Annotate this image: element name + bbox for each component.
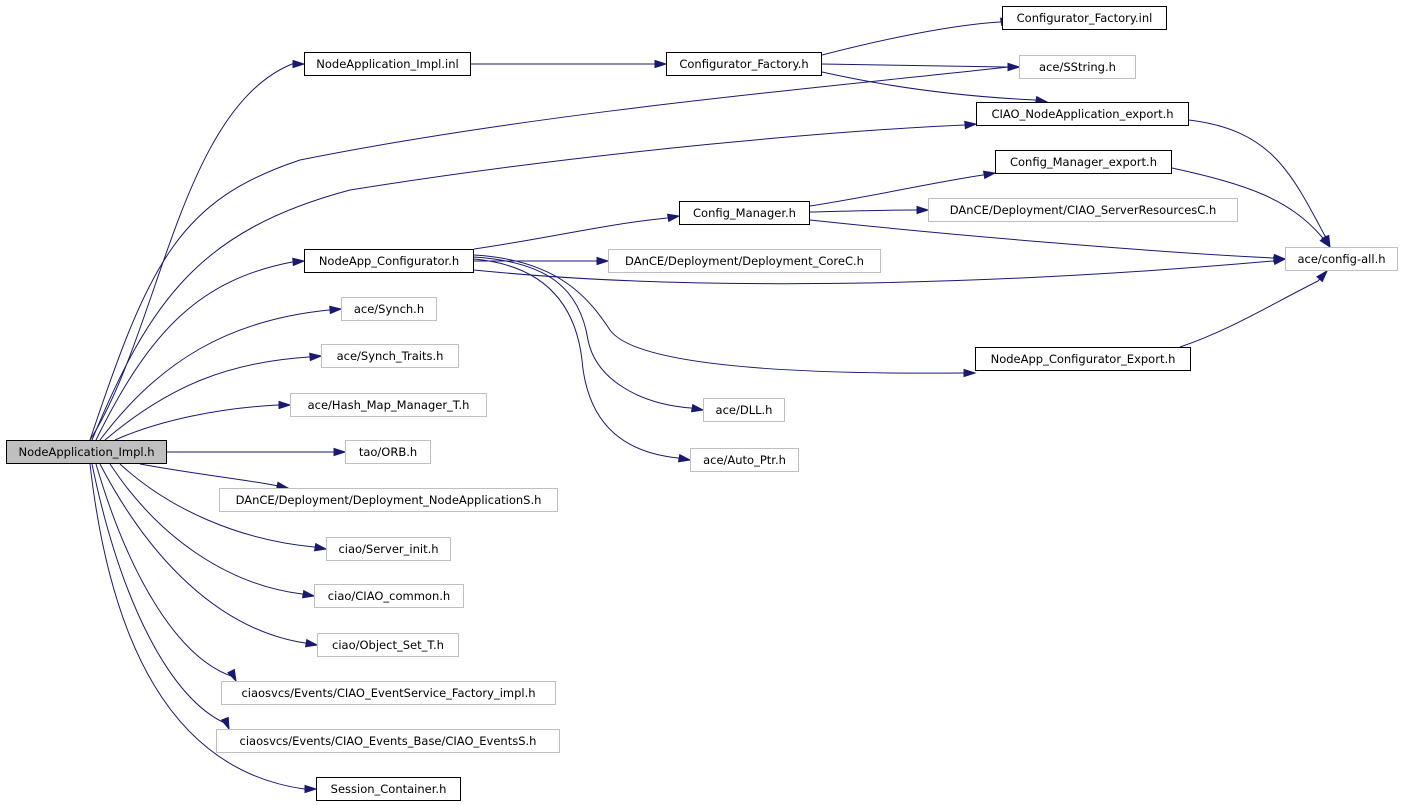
arrowhead-root-to-impl-inl bbox=[292, 59, 306, 69]
node-config-manager-export-h[interactable]: Config_Manager_export.h bbox=[995, 150, 1172, 174]
arrowhead-root-to-server-init bbox=[313, 542, 328, 552]
arrowhead-root-to-events-s bbox=[220, 716, 230, 731]
arrowhead-root-to-ciao-common bbox=[301, 589, 316, 599]
edge-nodeapp-cfg-to-cfg-mgr bbox=[473, 215, 680, 250]
node-ace-sstring-h: ace/SString.h bbox=[1019, 55, 1136, 79]
node-nodeapp-configurator-h[interactable]: NodeApp_Configurator.h bbox=[304, 249, 474, 273]
edge-root-to-ciao-na-export bbox=[91, 123, 977, 441]
node-ace-dll-h: ace/DLL.h bbox=[703, 398, 785, 422]
edge-cfg-mgr-to-config-all bbox=[809, 219, 1286, 260]
arrowhead-nodeapp-cfg-export-to-config-all bbox=[1316, 269, 1329, 283]
edge-cfg-mgr-to-cfg-mgr-export bbox=[809, 172, 996, 207]
edge-root-to-server-init bbox=[119, 463, 327, 550]
arrowhead-root-to-object-set bbox=[304, 638, 319, 648]
edge-root-to-hash-map bbox=[114, 404, 290, 441]
edge-cfg-mgr-export-to-config-all bbox=[1171, 167, 1331, 248]
node-ace-synch-traits-h: ace/Synch_Traits.h bbox=[321, 344, 459, 368]
arrowhead-root-to-synch-traits bbox=[309, 352, 323, 362]
node-ace-synch-h: ace/Synch.h bbox=[341, 297, 437, 321]
node-configurator-factory-h[interactable]: Configurator_Factory.h bbox=[666, 52, 822, 76]
node-session-container-h[interactable]: Session_Container.h bbox=[316, 777, 461, 801]
node-ace-config-all-h: ace/config-all.h bbox=[1285, 247, 1398, 271]
edge-nodeapp-cfg-to-auto-ptr bbox=[473, 258, 691, 461]
arrowhead-cfg-mgr-to-cfg-mgr-export bbox=[982, 170, 997, 180]
node-ciao-nodeapplication-export-h[interactable]: CIAO_NodeApplication_export.h bbox=[976, 102, 1189, 126]
arrowhead-cfg-mgr-export-to-config-all bbox=[1319, 235, 1332, 249]
edge-nodeapp-cfg-to-dll bbox=[473, 256, 704, 411]
edge-root-to-event-factory bbox=[95, 463, 237, 682]
arrowhead-impl-inl-to-cfg-factory-h bbox=[654, 59, 668, 69]
edge-nodeapp-cfg-export-to-config-all bbox=[1179, 270, 1328, 348]
edge-root-to-events-s bbox=[91, 463, 230, 730]
arrowhead-root-to-hash-map bbox=[278, 400, 292, 410]
edge-root-to-impl-inl bbox=[89, 63, 304, 441]
arrowhead-root-to-nodeapp-cfg bbox=[292, 257, 306, 267]
node-nodeapp-configurator-export-h[interactable]: NodeApp_Configurator_Export.h bbox=[975, 347, 1191, 371]
arrowhead-cfg-factory-h-to-sstring bbox=[1007, 62, 1021, 72]
node-config-manager-h[interactable]: Config_Manager.h bbox=[679, 201, 810, 225]
arrowhead-nodeapp-cfg-to-config-all bbox=[1272, 256, 1287, 266]
edge-cfg-factory-h-to-sstring bbox=[821, 63, 1019, 68]
node-deployment-corec-h: DAnCE/Deployment/Deployment_CoreC.h bbox=[608, 249, 881, 273]
edge-root-to-sstring bbox=[89, 66, 1019, 441]
edge-cfg-factory-h-to-ciao-na-export bbox=[821, 71, 1048, 103]
node-ace-auto-ptr-h: ace/Auto_Ptr.h bbox=[690, 448, 799, 472]
edge-nodeapp-cfg-to-nodeapp-cfg-export bbox=[473, 254, 975, 374]
arrowhead-root-to-orb bbox=[333, 447, 347, 457]
edge-root-to-synch-traits bbox=[104, 355, 322, 441]
edge-ciao-na-export-to-config-all bbox=[1188, 119, 1331, 248]
edge-root-to-nodeapp-cfg bbox=[95, 260, 305, 441]
node-ciao-eventservice-factory-impl-h: ciaosvcs/Events/CIAO_EventService_Factor… bbox=[221, 681, 556, 705]
edge-root-to-deploy-nas bbox=[139, 463, 289, 489]
edge-root-to-object-set bbox=[99, 463, 318, 646]
arrowhead-nodeapp-cfg-to-cfg-mgr bbox=[666, 213, 681, 223]
edge-cfg-mgr-to-server-res bbox=[809, 209, 928, 213]
node-nodeapplication-impl-inl[interactable]: NodeApplication_Impl.inl bbox=[304, 52, 471, 76]
arrowhead-root-to-synch bbox=[329, 305, 343, 315]
arrowhead-cfg-mgr-to-server-res bbox=[916, 205, 930, 215]
edge-cfg-factory-h-to-inl bbox=[821, 19, 1013, 56]
node-tao-orb-h: tao/ORB.h bbox=[345, 440, 431, 464]
node-ciao-object-set-t-h: ciao/Object_Set_T.h bbox=[317, 633, 459, 657]
arrowhead-root-to-event-factory bbox=[227, 668, 237, 683]
arrowhead-nodeapp-cfg-to-dll bbox=[690, 403, 705, 413]
node-nodeapplication-impl-h: NodeApplication_Impl.h bbox=[6, 440, 167, 464]
arrowhead-nodeapp-cfg-to-auto-ptr bbox=[677, 453, 692, 463]
node-ciao-server-init-h: ciao/Server_init.h bbox=[326, 537, 451, 561]
arrowhead-nodeapp-cfg-to-nodeapp-cfg-export bbox=[963, 368, 977, 378]
node-ace-hash-map-manager-t-h: ace/Hash_Map_Manager_T.h bbox=[290, 393, 487, 417]
arrowhead-root-to-session-container bbox=[304, 784, 318, 794]
edge-root-to-session-container bbox=[89, 463, 316, 790]
arrowhead-root-to-ciao-na-export bbox=[964, 120, 978, 130]
node-configurator-factory-inl[interactable]: Configurator_Factory.inl bbox=[1002, 6, 1167, 30]
node-ciao-serverresourcesc-h: DAnCE/Deployment/CIAO_ServerResourcesC.h bbox=[928, 198, 1238, 222]
arrowhead-nodeapp-cfg-to-deploy-core bbox=[596, 256, 610, 266]
edge-nodeapp-cfg-to-config-all bbox=[473, 258, 1286, 285]
edge-root-to-ciao-common bbox=[109, 463, 315, 597]
edge-root-to-synch bbox=[99, 308, 342, 441]
node-ciao-ciao-common-h: ciao/CIAO_common.h bbox=[314, 584, 464, 608]
node-ciao-eventss-h: ciaosvcs/Events/CIAO_Events_Base/CIAO_Ev… bbox=[216, 729, 560, 753]
node-deployment-nodeapplications-h: DAnCE/Deployment/Deployment_NodeApplicat… bbox=[219, 488, 558, 512]
